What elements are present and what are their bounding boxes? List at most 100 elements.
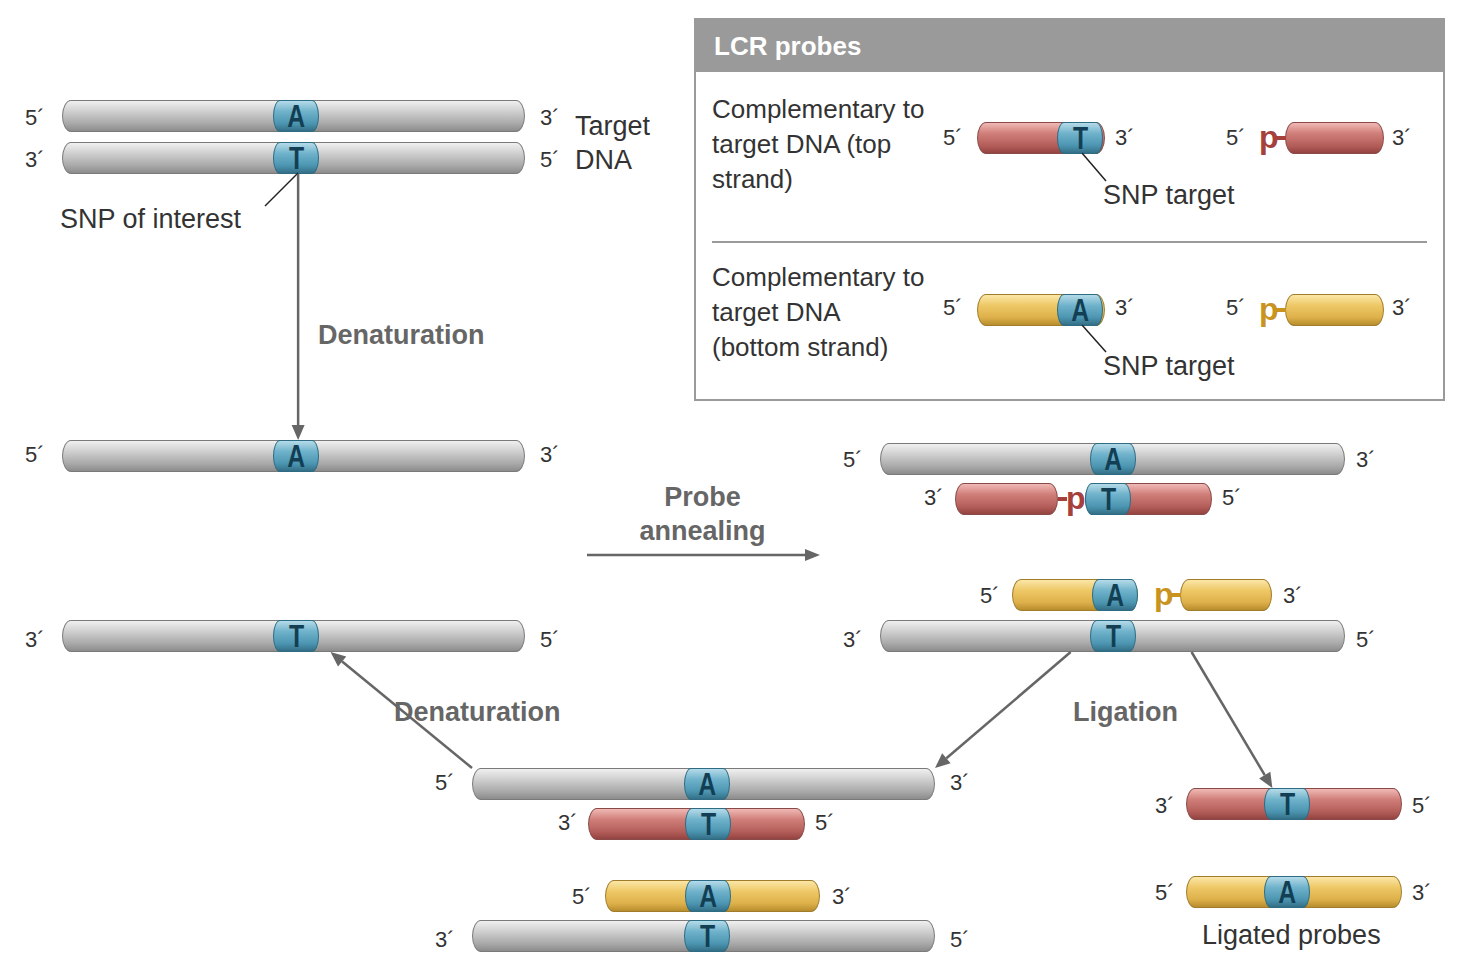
dna-strand: A — [62, 440, 525, 472]
base-letter: T — [1279, 789, 1294, 820]
strand-end-label: 5´ — [980, 583, 1000, 609]
base-letter: T — [700, 809, 715, 840]
step-label: Denaturation — [394, 696, 561, 728]
probe: p — [1285, 294, 1384, 326]
snp-base: A — [684, 768, 730, 800]
phosphate-label: p — [1154, 577, 1174, 611]
annotation-text: SNP of interest — [60, 202, 241, 236]
annealing-arrow — [587, 549, 820, 561]
probe: A — [1186, 876, 1402, 908]
annotation-text: SNP target — [1103, 349, 1235, 383]
row-heading: Complementary to target DNA (top strand) — [712, 92, 932, 197]
snp-base: T — [1085, 483, 1131, 515]
snp-base: T — [273, 620, 319, 652]
base-letter: A — [1104, 444, 1122, 475]
probe: p — [955, 483, 1058, 515]
arrow-line — [1192, 652, 1265, 775]
arrow-line — [587, 554, 806, 557]
arrow-line — [297, 174, 300, 425]
strand-end-label: 5´ — [1412, 793, 1432, 819]
probe: T — [1085, 483, 1212, 515]
dna-strand: T — [62, 142, 525, 174]
strand-end-label: 3´ — [1392, 295, 1412, 321]
probe: p — [1285, 122, 1384, 154]
annotation-text: Target DNA — [575, 109, 670, 177]
annotation-text: Ligated probes — [1202, 918, 1381, 952]
strand-end-label: 3´ — [25, 627, 45, 653]
strand-end-label: 3´ — [540, 105, 560, 131]
base-letter: A — [1106, 580, 1124, 611]
step-label: Denaturation — [318, 319, 485, 351]
strand-end-label: 5´ — [943, 295, 963, 321]
phosphate-label: p — [1259, 120, 1279, 154]
dna-strand: A — [472, 768, 935, 800]
snp-base: T — [273, 142, 319, 174]
step-label: Ligation — [1073, 696, 1178, 728]
strand-end-label: 3´ — [843, 627, 863, 653]
snp-base: A — [1090, 443, 1136, 475]
strand-end-label: 5´ — [950, 927, 970, 953]
base-letter: A — [699, 881, 717, 912]
strand-end-label: 5´ — [1155, 880, 1175, 906]
snp-base: A — [273, 100, 319, 132]
dna-strand: T — [62, 620, 525, 652]
probe: T — [588, 808, 805, 840]
base-letter: A — [1278, 877, 1296, 908]
legend-panel: LCR probesComplementary to target DNA (t… — [694, 18, 1445, 401]
strand-end-label: 3´ — [924, 485, 944, 511]
annotation-text: Probe annealing — [610, 480, 795, 548]
base-letter: T — [288, 621, 303, 652]
probe: A — [1012, 579, 1138, 611]
snp-base: A — [685, 880, 731, 912]
phosphate-stem — [1058, 497, 1067, 501]
strand-end-label: 3´ — [1356, 447, 1376, 473]
arrow-line — [946, 652, 1070, 758]
dna-strand: T — [880, 620, 1345, 652]
probe: T — [977, 122, 1105, 154]
arrow-head — [1259, 772, 1272, 788]
snp-base: T — [1090, 620, 1136, 652]
strand-end-label: 5´ — [435, 770, 455, 796]
strand-end-label: 3´ — [435, 927, 455, 953]
dna-strand: A — [880, 443, 1345, 475]
base-letter: T — [1072, 123, 1087, 154]
snp-base: A — [1092, 579, 1138, 611]
panel-header: LCR probes — [696, 20, 1443, 72]
strand-end-label: 5´ — [25, 105, 45, 131]
strand-end-label: 5´ — [1356, 627, 1376, 653]
base-letter: A — [1071, 295, 1089, 326]
strand-end-label: 3´ — [1283, 583, 1303, 609]
strand-end-label: 3´ — [1412, 880, 1432, 906]
strand-end-label: 5´ — [815, 810, 835, 836]
strand-end-label: 5´ — [1222, 485, 1242, 511]
snp-base: T — [685, 808, 731, 840]
base-letter: T — [699, 921, 714, 952]
base-letter: A — [698, 769, 716, 800]
strand-end-label: 3´ — [950, 770, 970, 796]
process-arrow — [292, 174, 305, 440]
snp-base: A — [273, 440, 319, 472]
strand-end-label: 5´ — [572, 884, 592, 910]
strand-end-label: 5´ — [25, 442, 45, 468]
strand-end-label: 3´ — [540, 442, 560, 468]
arrow-head — [292, 425, 305, 440]
phosphate-label: p — [1066, 481, 1086, 515]
dna-strand: A — [62, 100, 525, 132]
base-letter: T — [1105, 621, 1120, 652]
probe: A — [977, 294, 1105, 326]
phosphate-label: p — [1259, 292, 1279, 326]
strand-end-label: 5´ — [540, 147, 560, 173]
probe: A — [605, 880, 820, 912]
strand-end-label: 5´ — [943, 125, 963, 151]
strand-end-label: 5´ — [843, 447, 863, 473]
snp-base: T — [1057, 122, 1103, 154]
row-heading: Complementary to target DNA (bottom stra… — [712, 260, 932, 365]
snp-base: T — [1264, 788, 1310, 820]
base-letter: T — [1100, 484, 1115, 515]
strand-end-label: 5´ — [1226, 125, 1246, 151]
strand-end-label: 3´ — [1392, 125, 1412, 151]
snp-base: A — [1057, 294, 1103, 326]
snp-base: T — [684, 920, 730, 952]
strand-end-label: 3´ — [1155, 793, 1175, 819]
